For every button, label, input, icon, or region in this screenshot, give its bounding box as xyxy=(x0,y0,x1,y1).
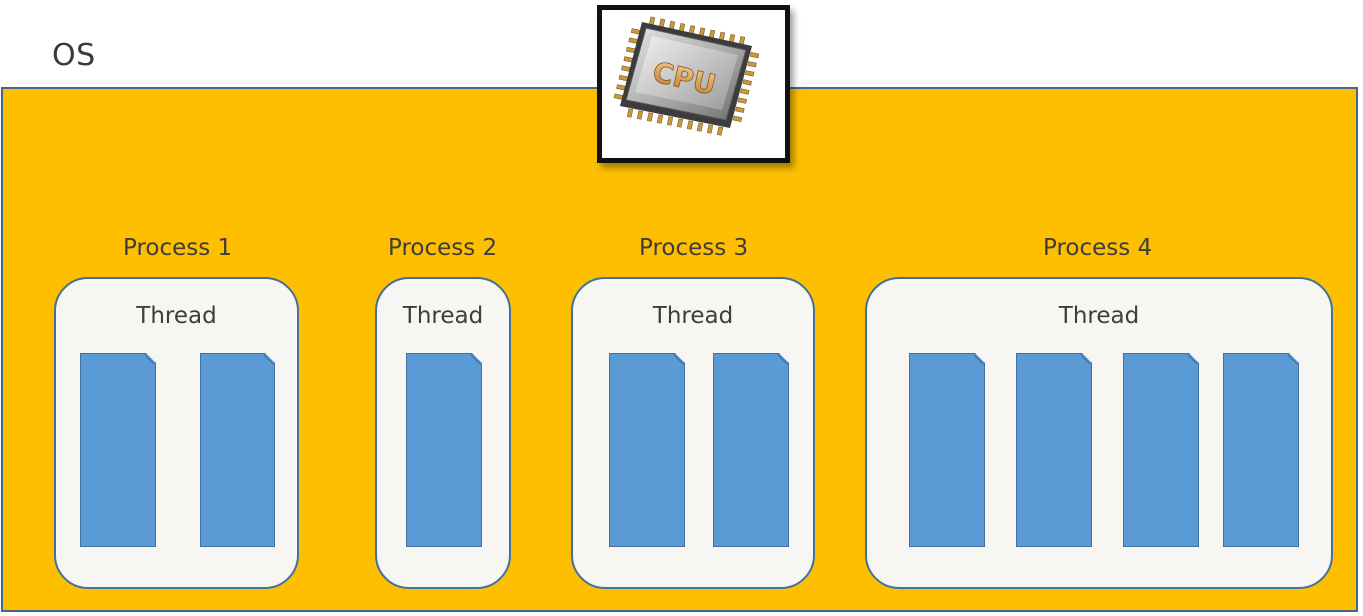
thread-block xyxy=(713,353,789,547)
thread-label: Thread xyxy=(402,303,484,329)
thread-label: Thread xyxy=(1058,303,1140,329)
process-1-title: Process 1 xyxy=(123,235,233,261)
thread-block xyxy=(1123,353,1199,547)
thread-block xyxy=(406,353,482,547)
thread-block xyxy=(200,353,275,547)
thread-block xyxy=(1223,353,1299,547)
thread-label: Thread xyxy=(136,303,217,329)
process-2-title: Process 2 xyxy=(388,235,498,261)
process-1-box: Thread xyxy=(54,277,299,589)
cpu-frame: CPU xyxy=(597,5,790,163)
thread-label: Thread xyxy=(652,303,734,329)
thread-block xyxy=(1016,353,1092,547)
process-3-box: Thread xyxy=(571,277,815,589)
thread-block xyxy=(609,353,685,547)
process-4-title: Process 4 xyxy=(1043,235,1153,261)
cpu-chip-icon: CPU xyxy=(613,16,760,136)
thread-block xyxy=(80,353,156,547)
thread-block xyxy=(909,353,985,547)
os-label: OS xyxy=(52,38,96,73)
process-4-box: Thread xyxy=(865,277,1333,589)
process-3-title: Process 3 xyxy=(639,235,749,261)
process-2-box: Thread xyxy=(375,277,511,589)
